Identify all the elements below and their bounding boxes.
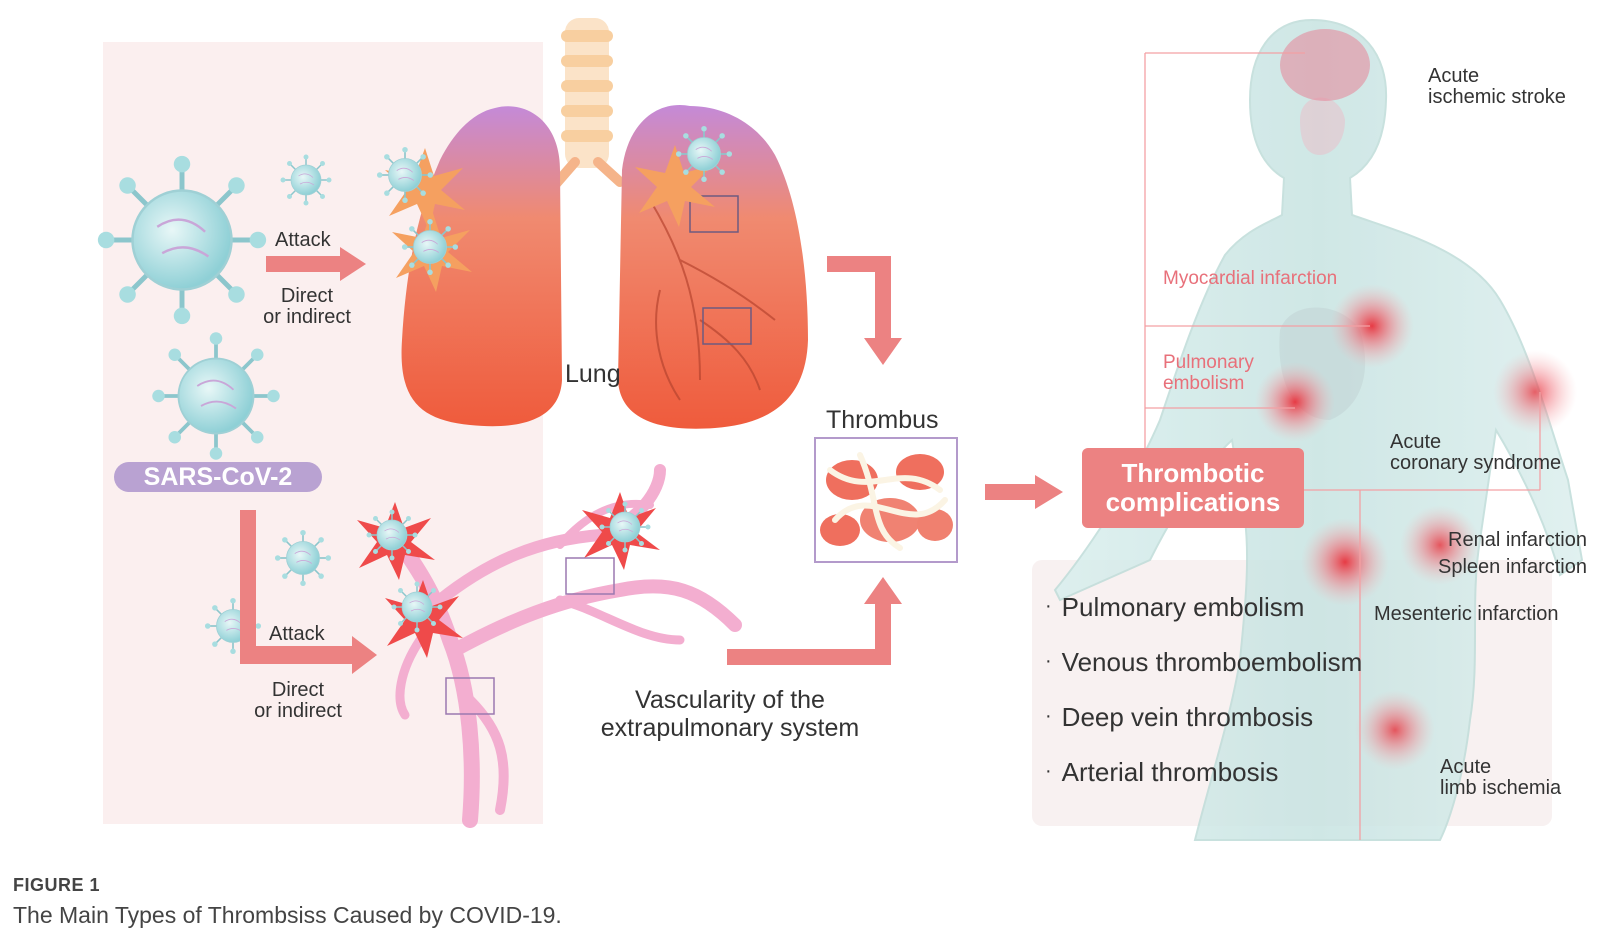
vascularity-label: Vascularity of the extrapulmonary system	[580, 686, 880, 742]
bullet: ·	[1045, 650, 1052, 672]
vessel-inset-box	[445, 677, 495, 715]
list-item: · Pulmonary embolism	[1045, 591, 1304, 622]
thrombotic-complications-box: Thrombotic complications	[1082, 448, 1304, 528]
acs-line-2: coronary syndrome	[1390, 452, 1562, 474]
bullet: ·	[1045, 595, 1052, 617]
thrombus-label: Thrombus	[826, 406, 939, 434]
pulmonary-embolism-label: Pulmonary embolism	[1163, 352, 1254, 394]
list-item: · Venous thromboembolism	[1045, 646, 1362, 677]
myocardial-infarction-label: Myocardial infarction	[1163, 268, 1338, 289]
attack-label-bottom: Attack	[269, 623, 325, 645]
thrombotic-line-1: Thrombotic	[1121, 458, 1265, 488]
virus-icon	[279, 153, 333, 207]
attack-label-top: Attack	[275, 229, 331, 251]
direct-text: Direct	[271, 679, 325, 701]
arrow-attack-lung	[266, 247, 366, 281]
lung-label: Lung	[565, 360, 621, 388]
list-item-text: Pulmonary embolism	[1061, 592, 1305, 622]
virus-icon	[274, 529, 332, 587]
vessel-inset-box	[565, 557, 615, 595]
arrow-vessel-to-thrombus	[727, 577, 902, 665]
acute-limb-ischemia-label: Acute limb ischemia	[1440, 757, 1561, 799]
blood-vessels	[387, 464, 742, 828]
list-item: · Deep vein thrombosis	[1045, 701, 1313, 732]
virus-icon	[365, 508, 419, 562]
arrow-to-complications	[985, 475, 1063, 509]
acs-line-1: Acute	[1390, 431, 1442, 453]
stroke-line-2: ischemic stroke	[1428, 86, 1566, 108]
virus-icon	[401, 218, 459, 276]
virus-icon	[376, 146, 434, 204]
pe-line-2: embolism	[1163, 373, 1245, 394]
direct-indirect-label-bottom: Direct or indirect	[243, 680, 353, 722]
list-item-text: Venous thromboembolism	[1061, 647, 1363, 677]
limb-line-2: limb ischemia	[1440, 777, 1562, 799]
virus-icon	[150, 330, 282, 462]
virus-icon	[598, 500, 652, 554]
sars-cov-2-badge: SARS-CoV-2	[114, 462, 322, 492]
direct-text: Direct	[280, 285, 334, 307]
figure-label: FIGURE 1	[13, 875, 101, 895]
bullet: ·	[1045, 705, 1052, 727]
pe-line-1: Pulmonary	[1163, 352, 1254, 373]
mesenteric-infarction-label: Mesenteric infarction	[1374, 603, 1559, 625]
trachea	[550, 18, 625, 190]
or-indirect-text: or indirect	[254, 700, 342, 722]
flow-arrows	[240, 247, 1063, 674]
renal-infarction-label: Renal infarction	[1448, 529, 1587, 551]
figure-caption: The Main Types of Thrombsiss Caused by C…	[13, 902, 562, 928]
vascularity-line-1: Vascularity of the	[635, 686, 825, 714]
stroke-line-1: Acute	[1428, 65, 1480, 87]
or-indirect-text: or indirect	[263, 306, 351, 328]
virus-icon	[390, 580, 444, 634]
arrow-attack-vessel	[240, 510, 377, 674]
bullet: ·	[1045, 760, 1052, 782]
thrombotic-line-2: complications	[1105, 487, 1281, 517]
limb-line-1: Acute	[1440, 756, 1492, 778]
direct-indirect-label-top: Direct or indirect	[252, 286, 362, 328]
thrombus-illustration	[814, 437, 958, 563]
virus-icon	[675, 125, 733, 183]
arrow-lung-to-thrombus	[827, 256, 902, 365]
list-item-text: Arterial thrombosis	[1061, 757, 1279, 787]
list-item-text: Deep vein thrombosis	[1061, 702, 1314, 732]
acute-ischemic-stroke-label: Acute ischemic stroke	[1428, 66, 1566, 108]
sars-cov-2-virus-icon	[98, 156, 266, 324]
vascularity-line-2: extrapulmonary system	[600, 714, 860, 742]
list-item: · Arterial thrombosis	[1045, 756, 1278, 787]
spleen-infarction-label: Spleen infarction	[1438, 556, 1587, 578]
acute-coronary-syndrome-label: Acute coronary syndrome	[1390, 432, 1561, 474]
body-glow-spots	[1255, 284, 1577, 770]
